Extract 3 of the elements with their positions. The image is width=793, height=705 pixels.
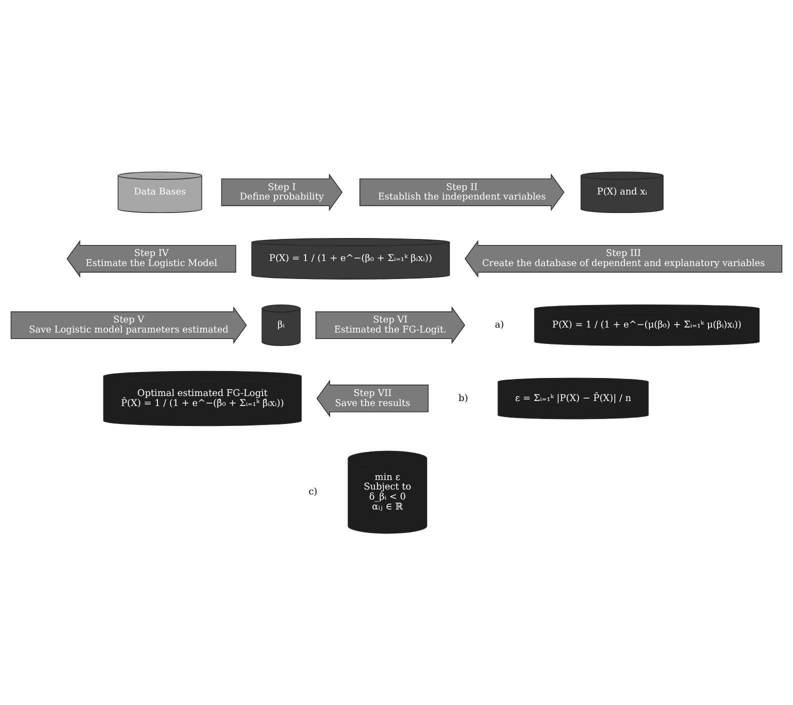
node-label: c) [308,486,318,498]
node-label: b) [458,392,468,404]
node-label: a) [494,320,504,331]
